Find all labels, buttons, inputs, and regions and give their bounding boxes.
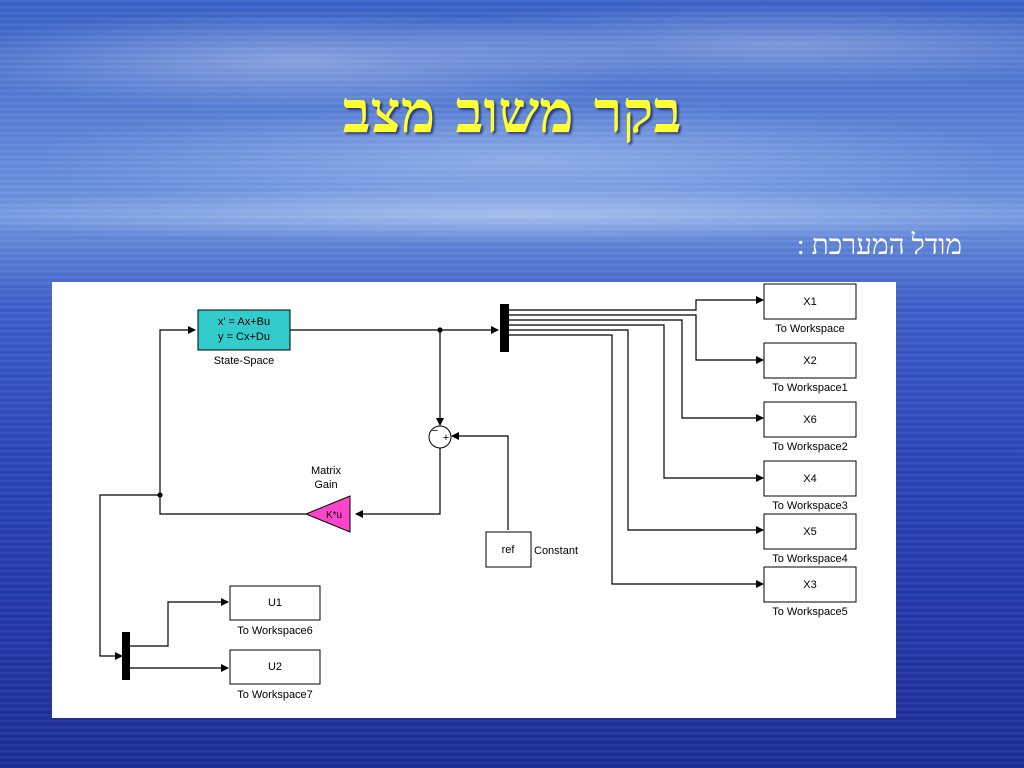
- workspace-var: X2: [803, 355, 816, 367]
- workspace-label: To Workspace2: [772, 441, 848, 453]
- diagram-canvas: x' = Ax+Bu y = Cx+Du State-Space − + K*u…: [99, 283, 857, 701]
- line-to-x1: [509, 296, 764, 311]
- line-to-x2: [509, 314, 764, 364]
- workspace-rect[interactable]: [229, 649, 321, 685]
- sum-plus-sign: +: [443, 432, 449, 444]
- constant-label: Constant: [534, 545, 578, 557]
- workspace-rect[interactable]: [763, 342, 857, 379]
- workspace-x-group: X1 To Workspace X2 To Workspace1 X6 To W…: [763, 283, 857, 618]
- workspace-label: To Workspace5: [772, 606, 848, 618]
- workspace-var: U2: [268, 661, 282, 673]
- constant-block[interactable]: ref Constant: [485, 531, 578, 568]
- sum-block[interactable]: − +: [428, 425, 452, 449]
- workspace-var: X3: [803, 579, 816, 591]
- line-to-x3: [509, 334, 764, 588]
- workspace-var: X5: [803, 526, 816, 538]
- to-workspace-u1[interactable]: U1 To Workspace6: [229, 585, 321, 637]
- workspace-rect[interactable]: [763, 566, 857, 603]
- workspace-rect[interactable]: [229, 585, 321, 621]
- workspace-var: X1: [803, 296, 816, 308]
- mux-states[interactable]: [500, 304, 509, 352]
- constant-value: ref: [502, 544, 516, 556]
- slide-subtitle: מודל המערכת :: [796, 230, 962, 261]
- to-workspace-u2[interactable]: U2 To Workspace7: [229, 649, 321, 701]
- workspace-u-group: U1 To Workspace6 U2 To Workspace7: [229, 585, 321, 701]
- workspace-label: To Workspace3: [772, 500, 848, 512]
- signal-lines: [99, 296, 764, 672]
- to-workspace-x6[interactable]: X6 To Workspace2: [763, 401, 857, 453]
- state-space-label: State-Space: [214, 355, 275, 367]
- to-workspace-x2[interactable]: X2 To Workspace1: [763, 342, 857, 394]
- state-space-eq2: y = Cx+Du: [218, 331, 270, 343]
- state-space-eq1: x' = Ax+Bu: [218, 316, 270, 328]
- line-u-to-mux: [99, 494, 160, 660]
- workspace-label: To Workspace6: [237, 625, 313, 637]
- workspace-var: U1: [268, 597, 282, 609]
- workspace-label: To Workspace: [775, 323, 845, 335]
- gain-label-line1: Matrix: [311, 465, 341, 477]
- workspace-rect[interactable]: [763, 283, 857, 320]
- constant-rect[interactable]: [485, 531, 532, 568]
- line-to-x5: [509, 329, 764, 534]
- gain-label-line2: Gain: [314, 479, 337, 491]
- workspace-rect[interactable]: [763, 401, 857, 438]
- workspace-label: To Workspace4: [772, 553, 848, 565]
- branch-point: [437, 327, 443, 333]
- workspace-var: X6: [803, 414, 816, 426]
- workspace-label: To Workspace1: [772, 382, 848, 394]
- to-workspace-x1[interactable]: X1 To Workspace: [763, 283, 857, 335]
- line-const-to-sum: [451, 432, 509, 530]
- line-sum-to-gain: [355, 448, 441, 518]
- workspace-rect[interactable]: [763, 460, 857, 497]
- sum-circle[interactable]: [428, 425, 452, 449]
- workspace-label: To Workspace7: [237, 689, 313, 701]
- state-space-rect[interactable]: [197, 309, 291, 351]
- sum-minus-sign: −: [432, 425, 438, 437]
- line-to-x6: [509, 319, 764, 422]
- line-to-x4: [509, 324, 764, 482]
- line-to-u1: [130, 598, 229, 647]
- state-space-block[interactable]: x' = Ax+Bu y = Cx+Du State-Space: [197, 309, 291, 367]
- simulink-diagram: x' = Ax+Bu y = Cx+Du State-Space − + K*u…: [52, 282, 896, 718]
- mux-control[interactable]: [122, 632, 130, 680]
- workspace-var: X4: [803, 473, 816, 485]
- line-gain-to-ss: [159, 326, 306, 515]
- gain-text: K*u: [326, 510, 342, 521]
- gain-triangle[interactable]: [304, 495, 351, 533]
- matrix-gain-block[interactable]: K*u Matrix Gain: [304, 465, 351, 533]
- slide-title: בקר משוב מצב: [342, 78, 682, 146]
- to-workspace-x3[interactable]: X3 To Workspace5: [763, 566, 857, 618]
- workspace-rect[interactable]: [763, 513, 857, 550]
- to-workspace-x4[interactable]: X4 To Workspace3: [763, 460, 857, 512]
- to-workspace-x5[interactable]: X5 To Workspace4: [763, 513, 857, 565]
